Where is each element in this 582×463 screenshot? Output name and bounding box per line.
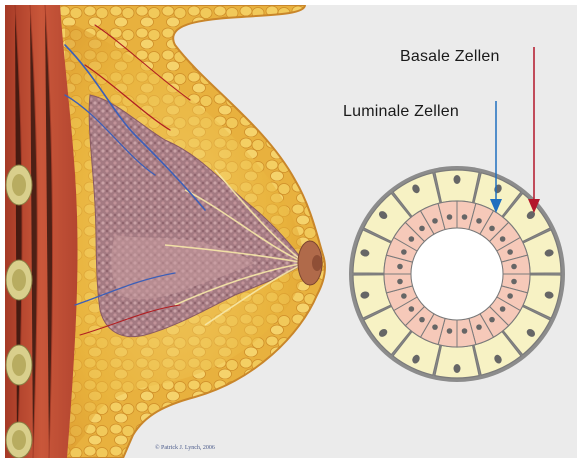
luminal-arrow-icon (490, 199, 502, 213)
figure-frame: Basale Zellen Luminale Zellen © Patrick … (5, 5, 577, 458)
basal-arrow-icon (528, 199, 540, 213)
arrows-layer (5, 5, 577, 458)
luminal-cells-label: Luminale Zellen (343, 103, 459, 121)
basal-cells-label: Basale Zellen (400, 48, 500, 66)
illustration-credit: © Patrick J. Lynch, 2006 (155, 445, 215, 451)
